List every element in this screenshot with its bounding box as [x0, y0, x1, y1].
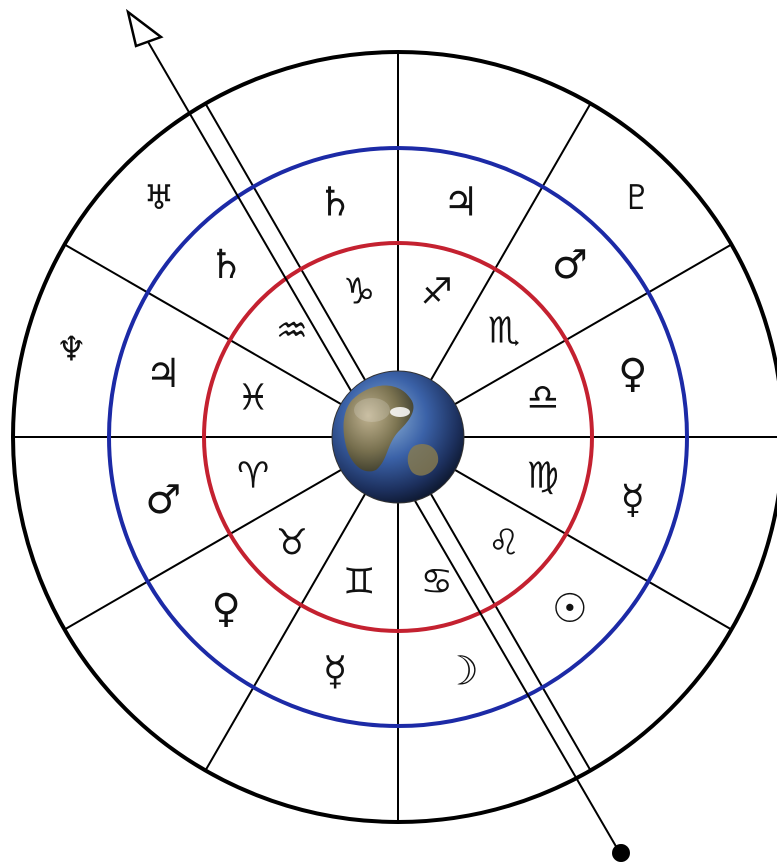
zodiac-taurus-icon: ♉ [276, 523, 308, 564]
planet-mars-icon: ♂ [145, 477, 181, 523]
outer-planet-neptune-icon: ♆ [56, 330, 86, 370]
planet-sun-icon: ☉ [552, 586, 588, 632]
planet-venus-icon: ♀ [618, 351, 647, 397]
zodiac-aquarius-icon: ♒ [276, 310, 308, 351]
planet-venus-icon: ♀ [212, 586, 241, 632]
zodiac-gemini-icon: ♊ [343, 561, 375, 602]
earth-globe-icon [332, 371, 464, 503]
planet-mercury-icon: ☿ [620, 477, 645, 523]
axis-tail-dot-icon [612, 844, 630, 862]
zodiac-sagittarius-icon: ♐ [421, 272, 453, 313]
zodiac-aries-icon: ♈ [237, 455, 269, 496]
outer-planet-uranus-icon: ♅ [144, 178, 174, 218]
zodiac-leo-icon: ♌ [488, 523, 520, 564]
zodiac-libra-icon: ♎ [527, 378, 559, 419]
planet-saturn-icon: ♄ [317, 179, 353, 225]
planet-jupiter-icon: ♃ [443, 179, 479, 225]
planet-mercury-icon: ☿ [323, 649, 348, 695]
zodiac-scorpio-icon: ♏ [488, 310, 520, 351]
outer-planet-pluto-icon: ♇ [622, 178, 652, 218]
planet-saturn-icon: ♄ [208, 242, 244, 288]
zodiac-virgo-icon: ♍ [527, 455, 559, 496]
zodiac-capricorn-icon: ♑ [343, 272, 375, 313]
planet-moon-icon: ☽ [443, 649, 479, 695]
planet-mars-icon: ♂ [552, 242, 588, 288]
zodiac-pisces-icon: ♓ [237, 378, 269, 419]
zodiac-cancer-icon: ♋ [421, 561, 453, 602]
axis-arrowhead-icon [128, 12, 161, 46]
planet-jupiter-icon: ♃ [145, 351, 181, 397]
